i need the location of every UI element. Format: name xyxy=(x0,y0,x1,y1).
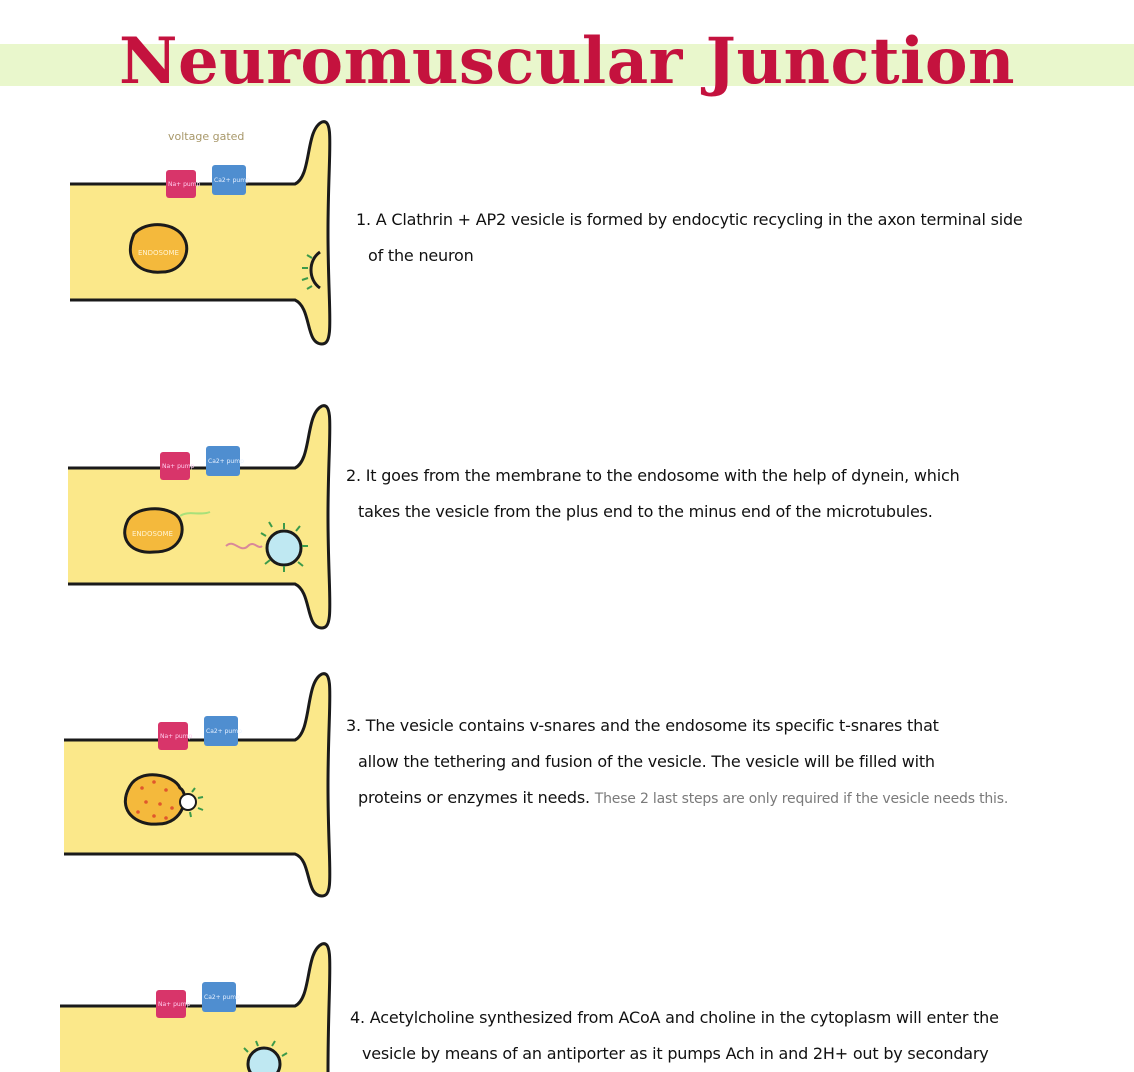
diagram-step-3: Na+ pump Ca2+ pump xyxy=(50,664,350,904)
ca-pump-icon xyxy=(206,446,240,476)
endosome-label: ENDOSOME xyxy=(132,530,173,538)
na-pump-icon xyxy=(160,452,190,480)
ca-pump-icon xyxy=(204,716,238,746)
step-1-text: 1. A Clathrin + AP2 vesicle is formed by… xyxy=(356,202,1116,274)
ca-pump-label: Ca2+ pump xyxy=(214,177,250,184)
na-pump-icon xyxy=(158,722,188,750)
step-4-text: 4. Acetylcholine synthesized from ACoA a… xyxy=(350,1000,1130,1072)
endosome-label: ENDOSOME xyxy=(138,249,179,257)
diagram-step-4: Na+ pump Ca2+ pump xyxy=(50,934,350,1072)
step-2-text: 2. It goes from the membrane to the endo… xyxy=(346,458,1116,530)
step-4-line-2: vesicle by means of an antiporter as it … xyxy=(362,1044,989,1063)
dynein-icon xyxy=(225,542,263,550)
na-pump-label: Na+ pump xyxy=(162,463,195,470)
na-pump-label: Na+ pump xyxy=(160,733,193,740)
na-pump-label: Na+ pump xyxy=(158,1001,191,1008)
step-3-line-2: allow the tethering and fusion of the ve… xyxy=(358,752,935,771)
ca-pump-label: Ca2+ pump xyxy=(206,728,242,735)
ca-pump-label: Ca2+ pump xyxy=(204,994,240,1001)
step-3-line-1: 3. The vesicle contains v-snares and the… xyxy=(346,716,939,735)
endosome-icon xyxy=(123,507,184,554)
vesicle-icon xyxy=(265,529,303,567)
microtubule-icon xyxy=(179,511,211,517)
ca-pump-icon xyxy=(202,982,236,1012)
ca-pump-icon xyxy=(212,165,246,195)
title-band xyxy=(0,44,1134,86)
step-3-line-3: proteins or enzymes it needs. xyxy=(358,788,590,807)
voltage-gated-label: voltage gated xyxy=(168,130,244,143)
step-2-line-2: takes the vesicle from the plus end to t… xyxy=(358,502,933,521)
step-3-note: These 2 last steps are only required if … xyxy=(594,791,1009,807)
vesicle-icon xyxy=(179,793,197,811)
step-2-line-1: 2. It goes from the membrane to the endo… xyxy=(346,466,960,485)
na-pump-icon xyxy=(156,990,186,1018)
step-4-line-1: 4. Acetylcholine synthesized from ACoA a… xyxy=(350,1008,999,1027)
diagram-step-1: voltage gated Na+ pump Ca2+ pump ENDOSOM… xyxy=(50,112,350,352)
protein-dots-icon xyxy=(136,780,174,820)
step-3-text: 3. The vesicle contains v-snares and the… xyxy=(346,708,1126,817)
vesicle-icon xyxy=(246,1046,282,1072)
endosome-icon xyxy=(128,223,189,274)
na-pump-label: Na+ pump xyxy=(168,181,201,188)
step-1-line-1: 1. A Clathrin + AP2 vesicle is formed by… xyxy=(356,210,1023,229)
na-pump-icon xyxy=(166,170,196,198)
diagram-step-2: Na+ pump Ca2+ pump ENDOSOME xyxy=(50,396,350,636)
step-1-line-2: of the neuron xyxy=(368,246,474,265)
step-3-line-3-wrap: proteins or enzymes it needs. These 2 la… xyxy=(346,780,1126,817)
page-title: Neuromuscular Junction xyxy=(118,24,1016,99)
ca-pump-label: Ca2+ pump xyxy=(208,458,244,465)
